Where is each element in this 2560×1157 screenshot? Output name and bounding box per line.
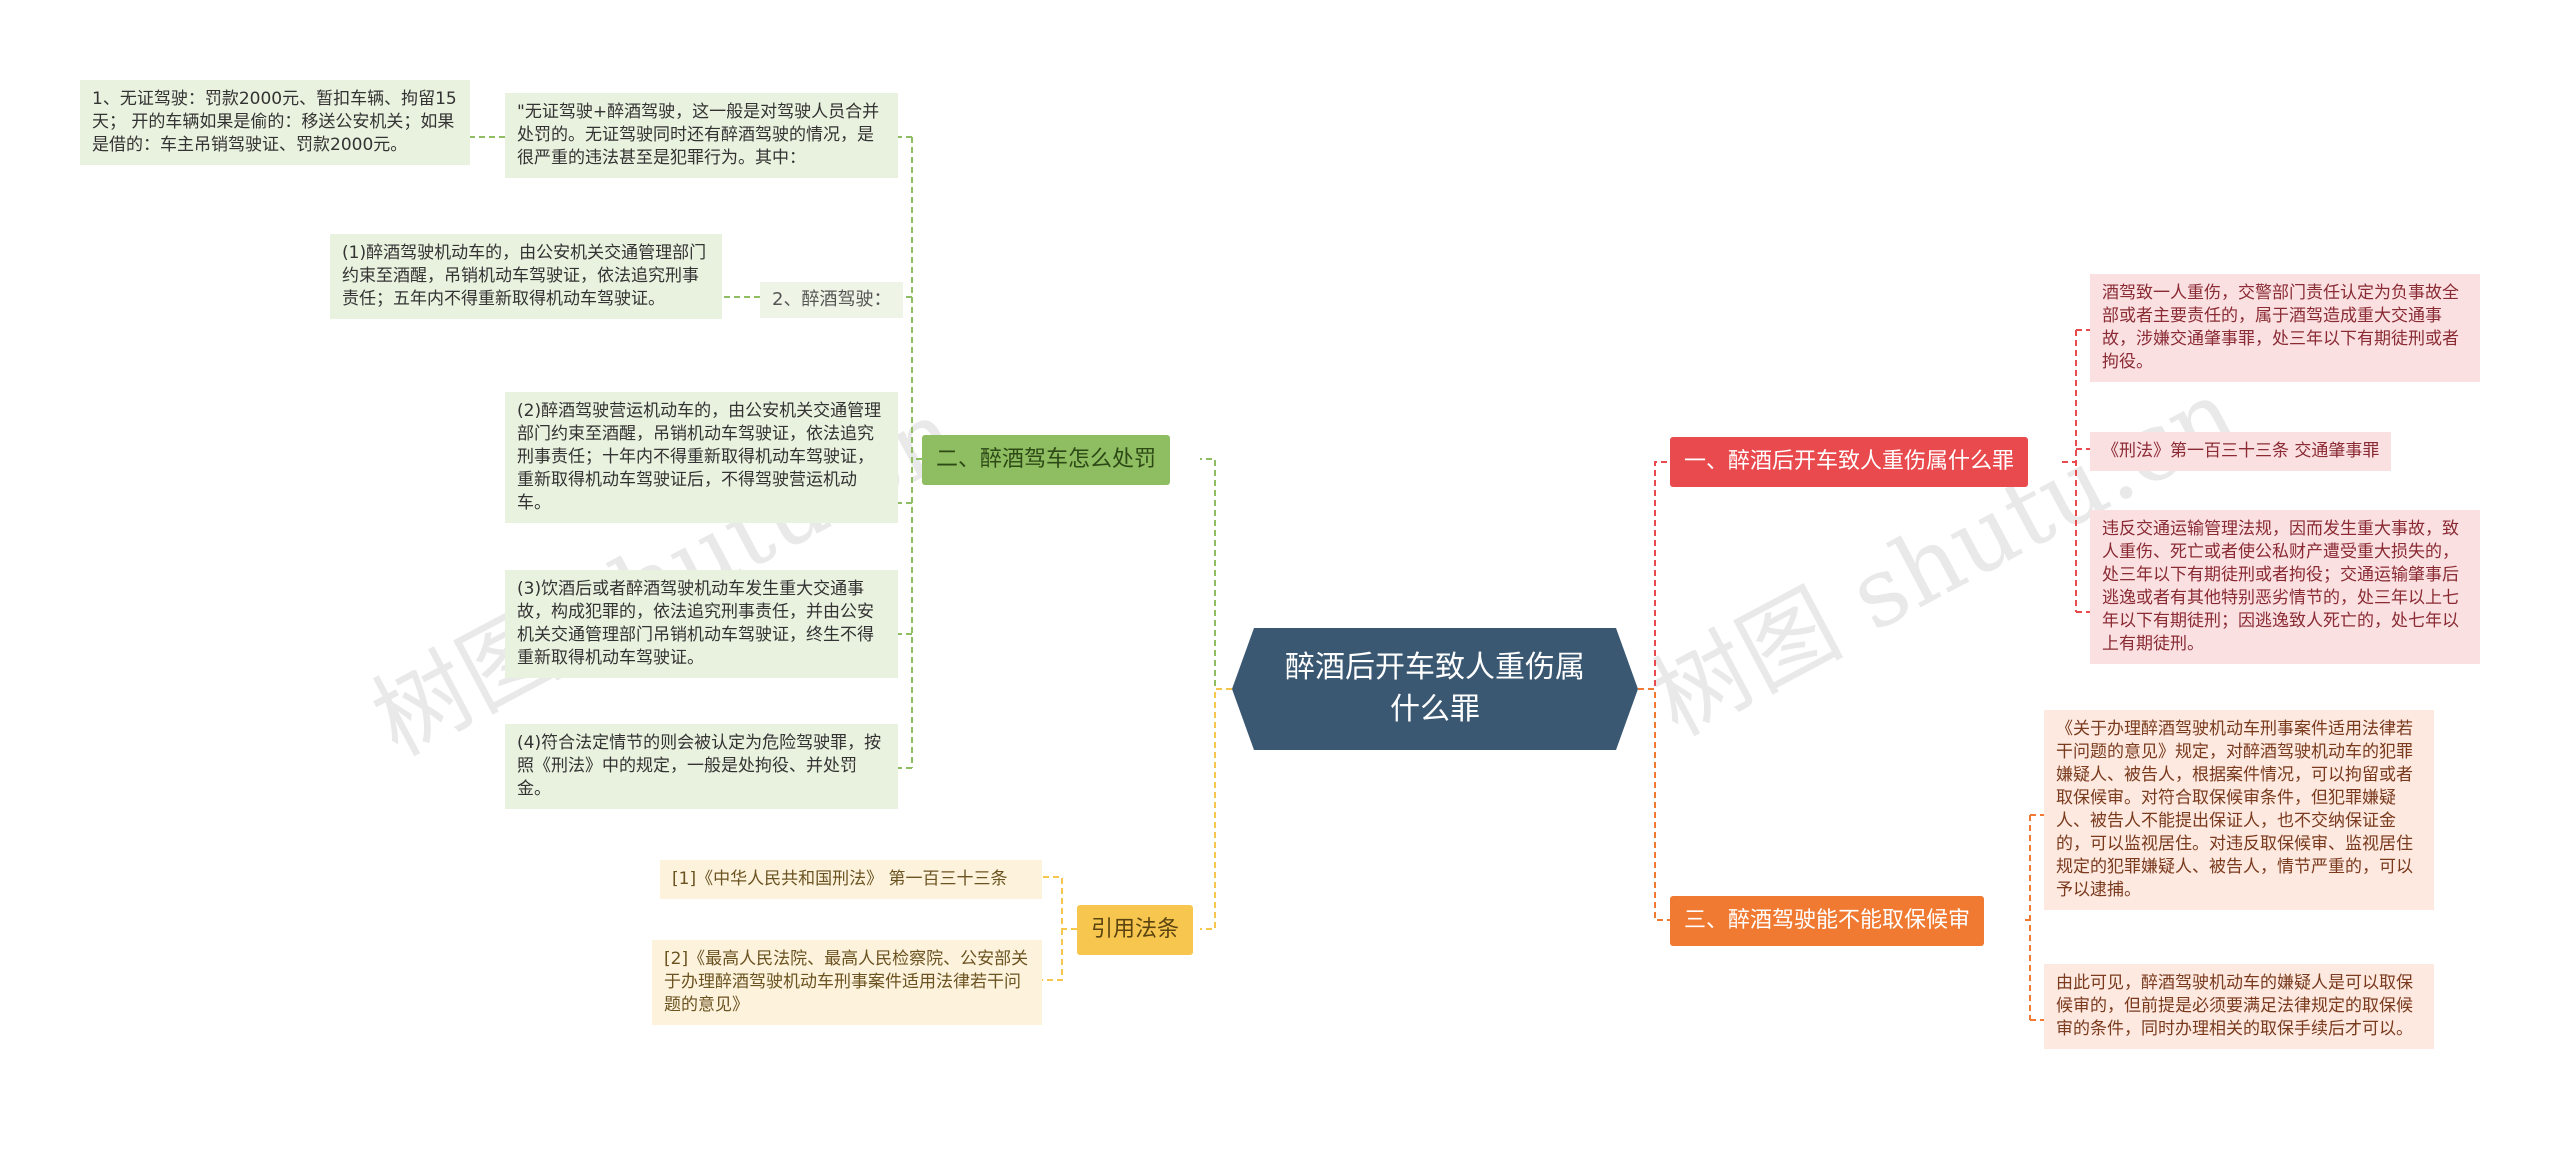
- cite-ref-2[interactable]: [2]《最高人民法院、最高人民检察院、公安部关于办理醉酒驾驶机动车刑事案件适用法…: [652, 940, 1042, 1025]
- crime-detail-1[interactable]: 酒驾致一人重伤，交警部门责任认定为负事故全部或者主要责任的，属于酒驾造成重大交通…: [2090, 274, 2480, 382]
- penalty-item-4[interactable]: (4)符合法定情节的则会被认定为危险驾驶罪，按照《刑法》中的规定，一般是处拘役、…: [505, 724, 898, 809]
- branch-cite[interactable]: 引用法条: [1077, 905, 1194, 955]
- root-title: 醉酒后开车致人重伤属什么罪: [1285, 650, 1585, 727]
- penalty-item-2[interactable]: (2)醉酒驾驶营运机动车的，由公安机关交通管理部门约束至酒醒，吊销机动车驾驶证，…: [505, 392, 898, 523]
- crime-detail-3[interactable]: 违反交通运输管理法规，因而发生重大事故，致人重伤、死亡或者使公私财产遭受重大损失…: [2090, 510, 2480, 664]
- crime-detail-2[interactable]: 《刑法》第一百三十三条 交通肇事罪: [2090, 432, 2392, 471]
- root-node[interactable]: 醉酒后开车致人重伤属什么罪: [1232, 628, 1638, 750]
- bail-detail-2[interactable]: 由此可见，醉酒驾驶机动车的嫌疑人是可以取保候审的，但前提是必须要满足法律规定的取…: [2044, 964, 2434, 1049]
- penalty-intro[interactable]: "无证驾驶+醉酒驾驶，这一般是对驾驶人员合并处罚的。无证驾驶同时还有醉酒驾驶的情…: [505, 93, 898, 178]
- branch-crime[interactable]: 一、醉酒后开车致人重伤属什么罪: [1670, 437, 2029, 487]
- penalty-item-3[interactable]: (3)饮酒后或者醉酒驾驶机动车发生重大交通事故，构成犯罪的，依法追究刑事责任，并…: [505, 570, 898, 678]
- branch-bail[interactable]: 三、醉酒驾驶能不能取保候审: [1670, 896, 1985, 946]
- penalty-drunk-detail[interactable]: (1)醉酒驾驶机动车的，由公安机关交通管理部门约束至酒醒，吊销机动车驾驶证，依法…: [330, 234, 722, 319]
- bail-detail-1[interactable]: 《关于办理醉酒驾驶机动车刑事案件适用法律若干问题的意见》规定，对醉酒驾驶机动车的…: [2044, 710, 2434, 910]
- cite-ref-1[interactable]: [1]《中华人民共和国刑法》 第一百三十三条: [660, 860, 1042, 899]
- branch-penalty[interactable]: 二、醉酒驾车怎么处罚: [922, 435, 1171, 485]
- penalty-drunk-label[interactable]: 2、醉酒驾驶：: [760, 282, 904, 319]
- root-hexagon: [1232, 628, 1638, 750]
- penalty-unlicensed[interactable]: 1、无证驾驶：罚款2000元、暂扣车辆、拘留15天； 开的车辆如果是偷的：移送公…: [80, 80, 470, 165]
